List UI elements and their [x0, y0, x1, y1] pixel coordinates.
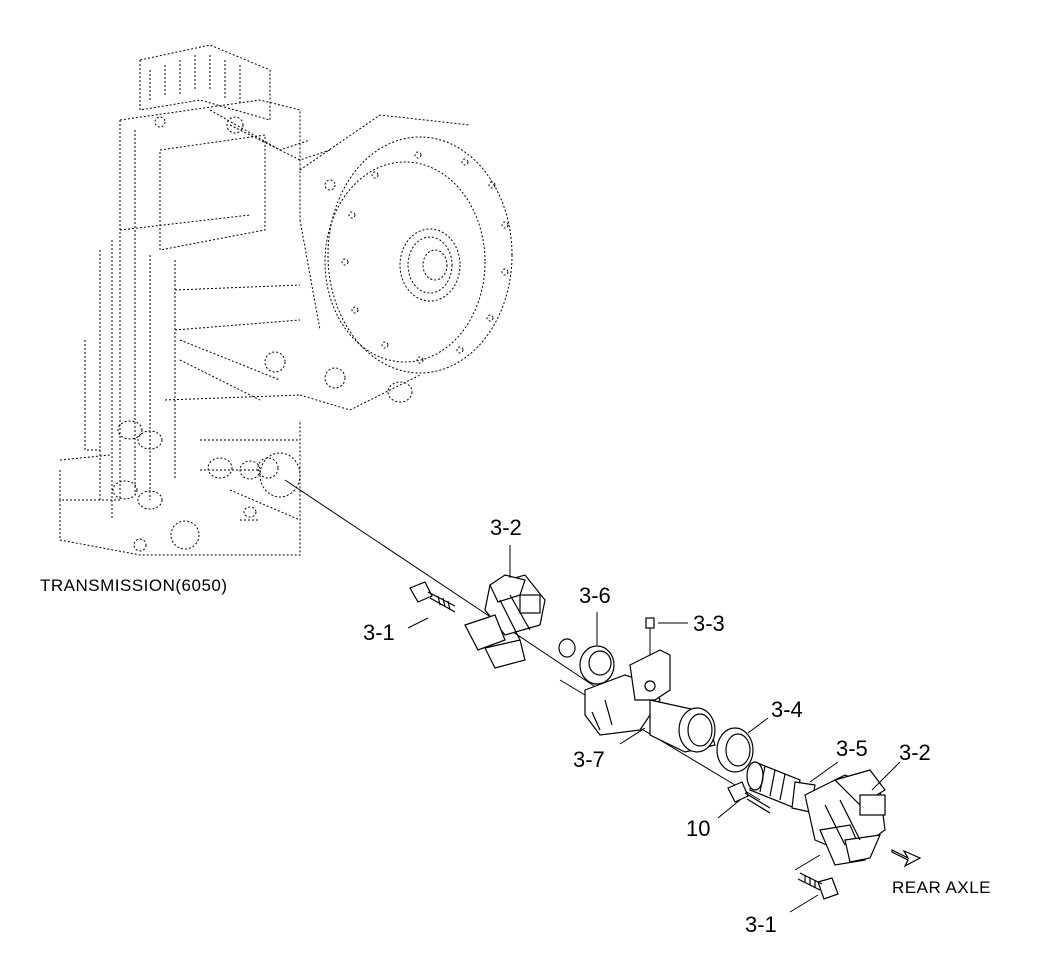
- lower-bolt: [794, 854, 839, 900]
- leader-lines: [407, 545, 901, 913]
- callout-grease-nipple: 3-3: [693, 611, 725, 636]
- callout-sleeve-yoke: 3-7: [573, 747, 605, 772]
- shaft-centerline: [284, 479, 761, 801]
- flange-bolt: [727, 781, 771, 814]
- callout-flange-bolt: 10: [686, 816, 710, 841]
- seal-ring: [716, 727, 754, 773]
- lower-cross-kit: [804, 769, 886, 866]
- callout-seal-ring: 3-4: [771, 697, 803, 722]
- callout-lower-bolt: 3-1: [745, 912, 777, 937]
- callout-spline-shaft: 3-5: [836, 736, 868, 761]
- upper-cross-kit: [464, 574, 546, 669]
- sleeve-yoke: [584, 649, 716, 753]
- callout-upper-cross-kit: 3-2: [490, 515, 522, 540]
- callout-seal-cap: 3-6: [579, 583, 611, 608]
- spline-shaft: [746, 761, 816, 813]
- seal-cap: [558, 638, 615, 685]
- hollow-arrow-icon: [891, 849, 922, 868]
- transmission-housing: [59, 44, 513, 556]
- callout-lower-cross-kit: 3-2: [899, 740, 931, 765]
- rear-axle-caption: REAR AXLE: [892, 878, 991, 897]
- grease-nipple: [645, 617, 655, 629]
- callout-upper-bolt: 3-1: [363, 620, 395, 645]
- transmission-caption: TRANSMISSION(6050): [40, 576, 228, 595]
- upper-bolt: [409, 581, 456, 613]
